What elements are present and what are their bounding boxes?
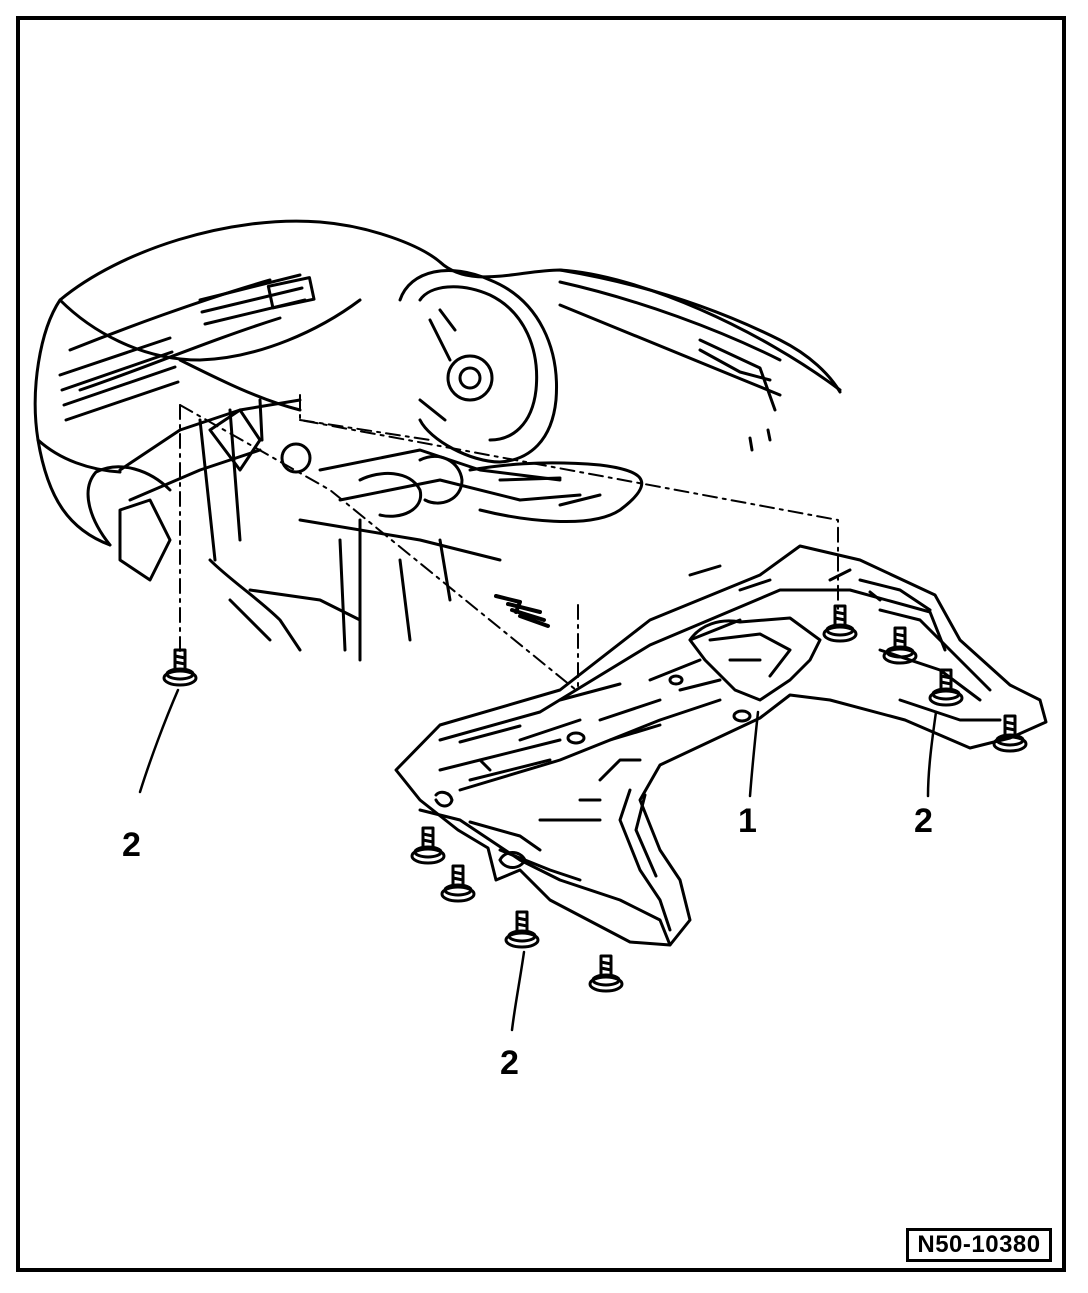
callout-part-2-left: 2	[122, 826, 141, 864]
bolt	[928, 668, 964, 707]
front-bumper	[33, 219, 842, 547]
bolt	[162, 648, 198, 687]
leader-lines	[138, 688, 938, 1032]
alignment-lines	[179, 394, 839, 691]
bolt	[822, 604, 858, 643]
bolt	[882, 626, 918, 665]
vehicle-underbody	[33, 219, 842, 662]
noise-insulation-tray	[394, 544, 1048, 947]
callout-part-2-bottom: 2	[500, 1044, 519, 1082]
bolt	[440, 864, 476, 903]
callout-part-1: 1	[738, 802, 757, 840]
bolts	[162, 604, 1028, 993]
bolt	[410, 826, 446, 865]
wheel-arch	[398, 268, 558, 464]
callout-part-2-right: 2	[914, 802, 933, 840]
direction-arrow	[494, 594, 550, 628]
bolt	[992, 714, 1028, 753]
figure-id-label: N50-10380	[906, 1228, 1052, 1262]
bolt	[504, 910, 540, 949]
bolt	[588, 954, 624, 993]
diagram-frame	[16, 16, 1066, 1272]
